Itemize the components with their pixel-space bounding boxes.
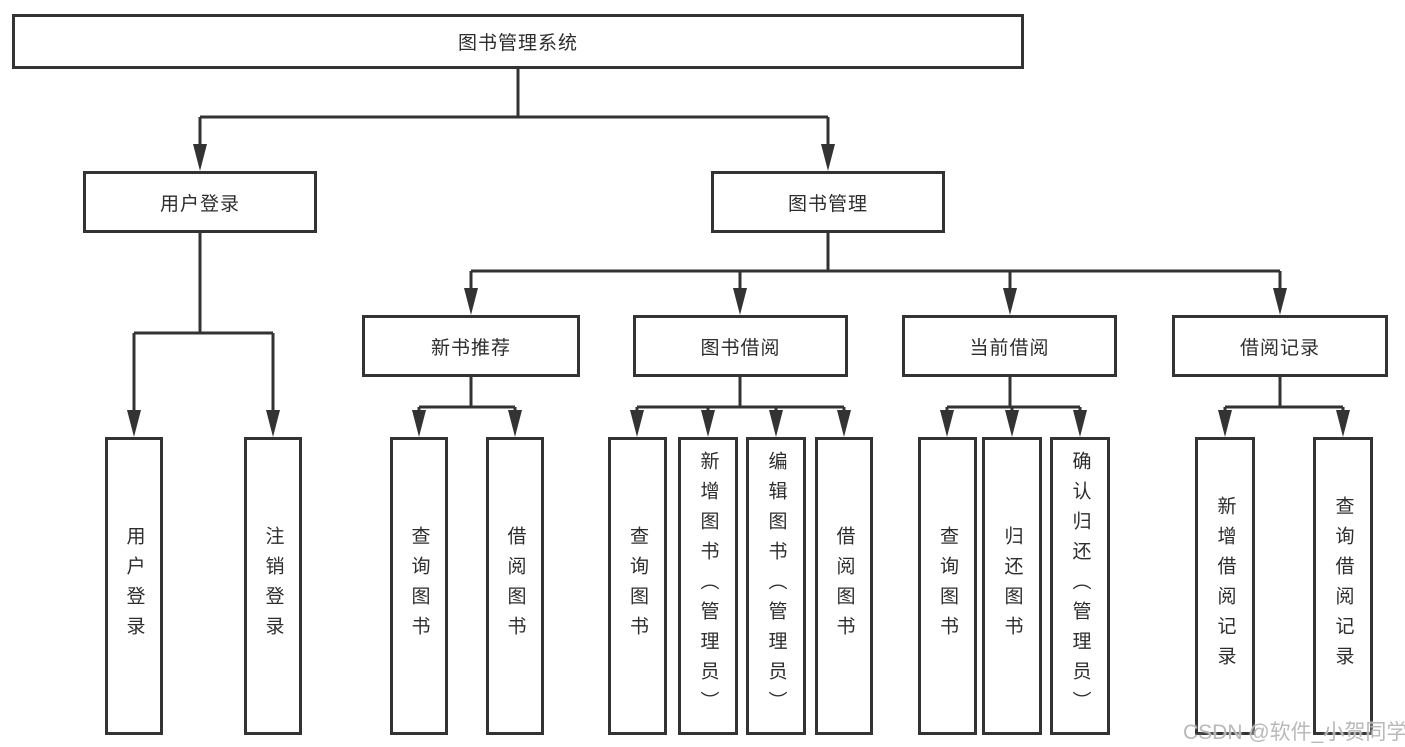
leaf-query-books-current: 查询图书 [918, 437, 977, 735]
connector-bookborrow-to-leaves [635, 377, 846, 412]
node-user-login: 用户登录 [83, 171, 317, 233]
arrow-icon [1073, 410, 1087, 437]
leaf-query-books-recommend: 查询图书 [390, 437, 448, 735]
node-label: 查询图书 [408, 526, 430, 646]
node-label: 用户登录 [123, 526, 145, 646]
arrow-icon [1218, 410, 1232, 437]
arrow-icon [837, 410, 851, 437]
node-label: 用户登录 [159, 193, 240, 215]
node-label: 确认归还（管理员） [1069, 451, 1091, 721]
node-library-system-root: 图书管理系统 [12, 14, 1024, 69]
arrow-icon [464, 288, 478, 315]
node-label: 编辑图书（管理员） [765, 451, 787, 721]
connector-bookmgmt-to-level3 [469, 233, 1282, 290]
leaf-borrow-books: 借阅图书 [815, 437, 873, 735]
arrow-icon [412, 410, 426, 437]
leaf-query-books-borrowing: 查询图书 [608, 437, 667, 735]
leaf-borrow-books-recommend: 借阅图书 [486, 437, 544, 735]
node-label: 注销登录 [262, 526, 284, 646]
node-current-borrowing: 当前借阅 [902, 315, 1117, 377]
node-label: 图书管理 [787, 193, 868, 215]
connector-borrowrec-to-leaves [1223, 377, 1345, 412]
arrow-icon [1003, 288, 1017, 315]
node-label: 查询图书 [627, 526, 648, 646]
connector-userlogin-to-leaves [132, 233, 275, 412]
connector-root-to-level2 [198, 69, 830, 146]
node-book-management: 图书管理 [711, 171, 945, 233]
connector-newbook-to-leaves [417, 377, 517, 412]
node-book-borrowing: 图书借阅 [633, 315, 848, 377]
arrow-icon [266, 410, 280, 437]
arrow-icon [1273, 288, 1287, 315]
node-new-book-recommend: 新书推荐 [362, 315, 580, 377]
leaf-add-borrow-record: 新增借阅记录 [1195, 437, 1255, 735]
node-label: 图书管理系统 [457, 33, 578, 54]
leaf-add-books-admin: 新增图书（管理员） [678, 437, 738, 735]
leaf-edit-books-admin: 编辑图书（管理员） [746, 437, 806, 735]
arrowheads [127, 144, 1350, 437]
leaf-confirm-return-admin: 确认归还（管理员） [1050, 437, 1110, 735]
node-borrowing-records: 借阅记录 [1172, 315, 1388, 377]
arrow-icon [1336, 410, 1350, 437]
arrow-icon [127, 410, 141, 437]
node-label: 查询借阅记录 [1332, 496, 1354, 676]
leaf-return-books: 归还图书 [982, 437, 1042, 735]
node-label: 新增图书（管理员） [697, 451, 719, 721]
arrow-icon [821, 144, 835, 171]
arrow-icon [630, 410, 644, 437]
node-label: 借阅图书 [504, 526, 526, 646]
arrow-icon [769, 410, 783, 437]
node-label: 归还图书 [1001, 526, 1023, 646]
arrow-icon [508, 410, 522, 437]
arrow-icon [733, 288, 747, 315]
leaf-logout: 注销登录 [244, 437, 302, 735]
leaf-user-login: 用户登录 [105, 437, 163, 735]
connector-curborrow-to-leaves [945, 377, 1082, 412]
leaf-query-borrow-record: 查询借阅记录 [1313, 437, 1373, 735]
node-label: 图书借阅 [700, 337, 781, 359]
node-label: 新书推荐 [430, 337, 511, 359]
node-label: 借阅记录 [1239, 337, 1320, 359]
node-label: 新增借阅记录 [1214, 496, 1236, 676]
arrow-icon [940, 410, 954, 437]
arrow-icon [1005, 410, 1019, 437]
node-label: 借阅图书 [833, 526, 855, 646]
node-label: 当前借阅 [969, 337, 1050, 359]
csdn-watermark: CSDN @软件_小贺同学 [1183, 721, 1405, 744]
arrow-icon [701, 410, 715, 437]
node-label: 查询图书 [937, 526, 958, 646]
arrow-icon [193, 144, 207, 171]
